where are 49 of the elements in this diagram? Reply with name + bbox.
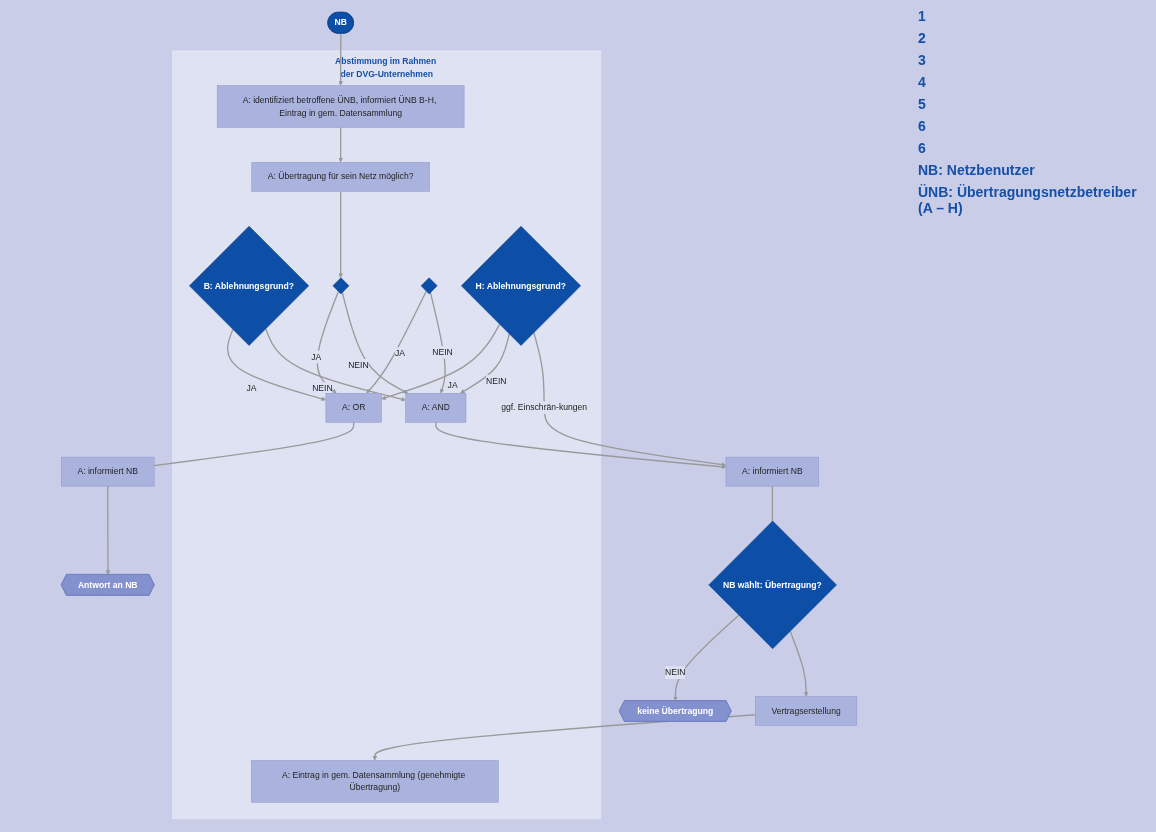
node-diamond [332,277,350,295]
connector [771,485,774,522]
edge-label: NEIN [348,360,369,370]
step-number: 5 [918,96,927,112]
edge-label: NEIN [312,383,333,393]
connector [153,421,355,467]
node-box: A: AND [405,393,467,423]
arrow [429,291,446,394]
node-diamond: H: Ablehnungsgrund? [461,225,581,346]
node-box: A: Eintrag in gem. Datensammlung (genehmigte Übertragung) [251,760,499,803]
step-number: 3 [918,52,927,68]
edge-label: ggf. Einschrän-kungen [501,402,588,413]
node-diamond: B: Ablehnungsgrund? [189,225,309,346]
edge-label: NEIN [432,347,453,357]
arrow [316,290,340,394]
arrow [789,630,809,697]
edge-label: JA [246,383,257,393]
step-number: 6 [918,118,927,134]
arrow [673,614,740,702]
arrow [338,126,343,163]
node-box: A: informiert NB [725,456,820,487]
step-number: 2 [918,30,927,46]
node-box: A: identifiziert betroffene ÜNB, informiert ÜNB B-H, Eintrag in gem. Datensammlung [216,85,465,128]
edge-label: JA [447,380,458,390]
node-box: A: informiert NB [61,456,155,487]
edge-label: NEIN [485,376,507,386]
step-number: 6 [918,140,927,156]
step-number: 4 [918,74,927,90]
arrow [265,327,406,402]
edge-label: NEIN [664,667,686,677]
arrow [341,291,409,394]
legend-note: ÜNB: Übertragungsnetzbetreiber (A – H) [918,184,1138,216]
arrow [533,331,727,467]
edge-label: JA [311,352,322,362]
node-box: A: OR [325,393,382,423]
arrow [338,32,343,86]
node-box: Vertragserstellung [755,696,858,726]
step-number: 1 [918,8,927,24]
arrow [381,323,501,400]
arrow [460,333,510,394]
legend-note: NB: Netzbenutzer [918,162,1036,178]
arrow [105,485,111,575]
node-box: A: Übertragung für sein Netz möglich? [251,162,430,192]
arrow [435,421,727,470]
node-diamond: NB wählt: Übertragung? [708,520,837,649]
node-diamond [420,277,438,295]
arrow [226,328,327,401]
edge-label: JA [394,348,405,359]
arrow [338,190,343,278]
